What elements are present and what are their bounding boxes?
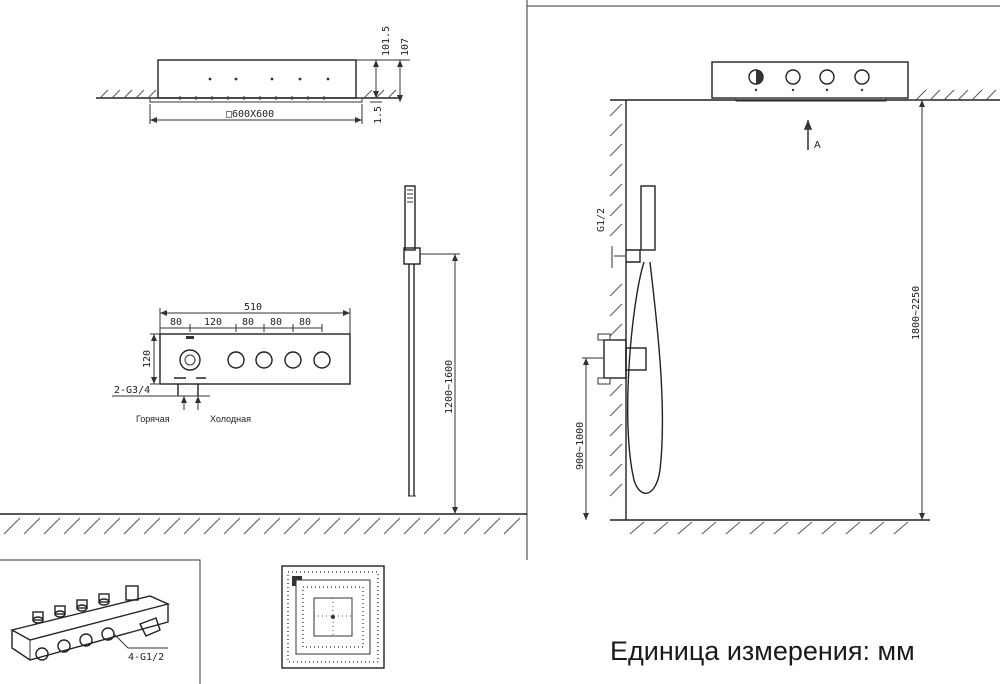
hand-shower-view: 1200~1600 [403,185,460,514]
iso-outlet-label: 4-G1/2 [128,652,164,663]
view-marker: A [814,140,821,151]
panel-height: 120 [142,350,153,368]
spacing-3: 80 [242,317,254,328]
dim-height-2: 107 [400,38,411,56]
dim-height-1: 101.5 [381,26,392,56]
spacing-1: 80 [170,317,182,328]
side-view: A G1/2 900~1000 1800~2250 [575,61,1000,535]
valve-knob [313,351,331,369]
mixer-height: 900~1000 [575,422,586,470]
thermostat-knob [179,349,201,371]
top-size-label: □600X600 [226,109,274,120]
inlet-label: 2-G3/4 [114,385,150,396]
iso-view: 4-G1/2 [0,559,201,684]
ceiling-knob [854,69,870,85]
shower-head-plan [281,565,385,669]
panel-total-width: 510 [244,302,262,313]
ceiling-knob [819,69,835,85]
hand-shower-height: 1200~1600 [444,360,455,414]
spacing-4: 80 [270,317,282,328]
valve-knob [284,351,302,369]
spacing-5: 80 [299,317,311,328]
mixer-panel-view: 510 80 120 80 80 80 120 2-G3/4 Горячая [112,302,351,424]
top-view: □600X600 101.5 107 1.5 [96,26,411,124]
unit-note: Единица измерения: мм [610,636,915,666]
dim-offset: 1.5 [373,106,384,124]
cold-label: Холодная [210,414,251,424]
valve-knob [255,351,273,369]
outlet-label: G1/2 [596,208,607,232]
total-height: 1800~2250 [911,286,922,340]
floor-left [0,513,527,535]
ceiling-knob [785,69,801,85]
valve-knob [227,351,245,369]
hot-label: Горячая [136,414,170,424]
spacing-2: 120 [204,317,222,328]
